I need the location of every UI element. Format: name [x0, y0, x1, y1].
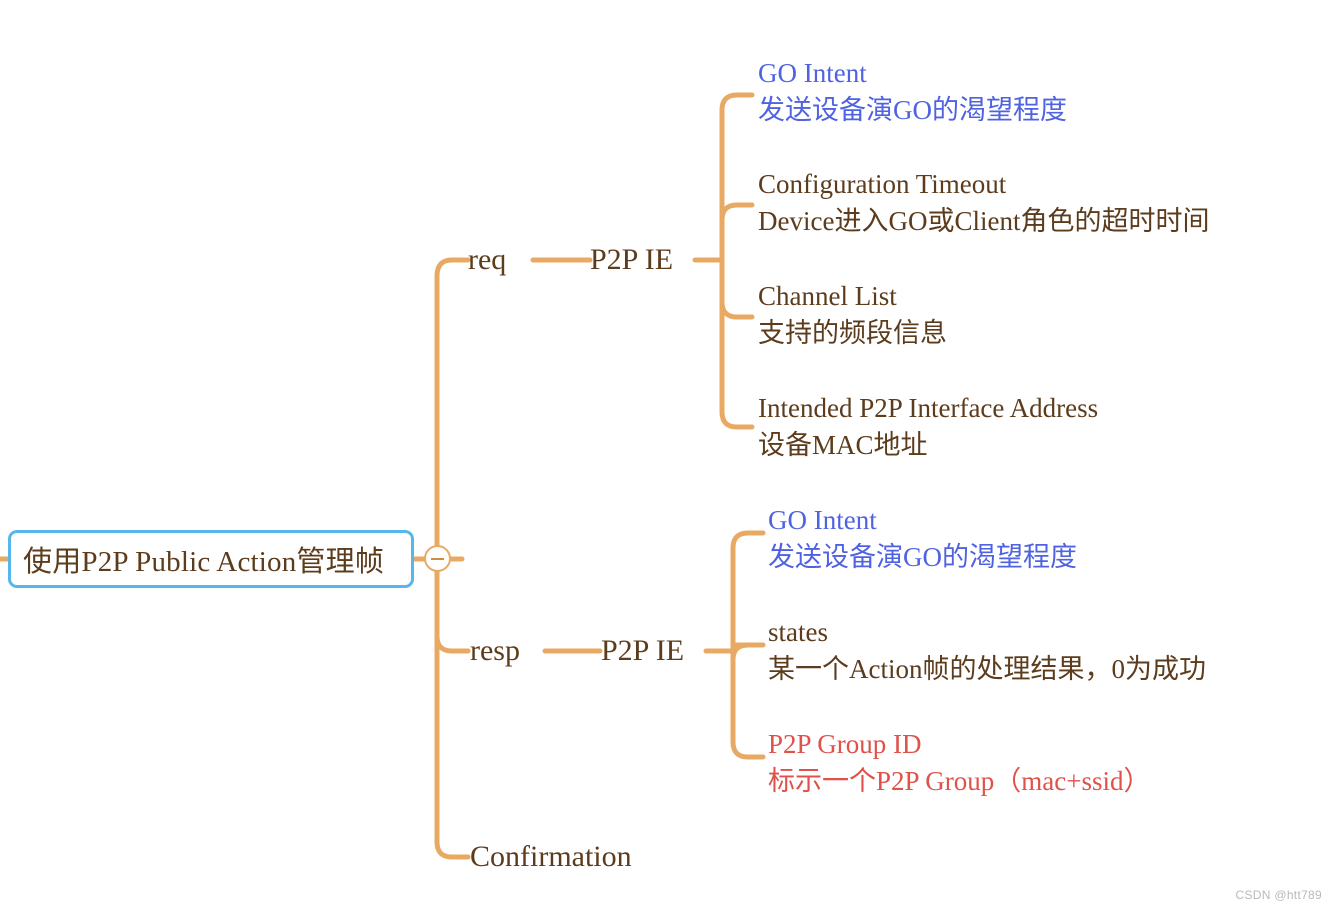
leaf-title: Configuration Timeout — [758, 169, 1007, 199]
leaf-desc: 支持的频段信息 — [758, 318, 947, 348]
node-req-p2p-ie[interactable]: P2P IE — [590, 243, 674, 276]
leaf-configuration-timeout[interactable]: Configuration Timeout Device进入GO或Client角… — [758, 166, 1209, 240]
node-resp-p2p-ie[interactable]: P2P IE — [601, 634, 685, 667]
leaf-desc: 设备MAC地址 — [758, 430, 928, 460]
root-node[interactable]: 使用P2P Public Action管理帧 — [8, 530, 414, 588]
leaf-p2p-group-id[interactable]: P2P Group ID 标示一个P2P Group（mac+ssid） — [768, 726, 1150, 800]
node-req[interactable]: req — [468, 243, 507, 276]
leaf-title: P2P Group ID — [768, 729, 922, 759]
watermark: CSDN @htt789 — [1235, 888, 1322, 902]
node-resp[interactable]: resp — [470, 634, 520, 667]
leaf-desc: 标示一个P2P Group（mac+ssid） — [768, 766, 1151, 796]
leaf-desc: 发送设备演GO的渴望程度 — [758, 95, 1067, 125]
spine-to-resp — [434, 633, 471, 654]
leaf-title: GO Intent — [758, 58, 867, 88]
req-leaf-2-wire — [719, 202, 755, 263]
leaf-channel-list[interactable]: Channel List 支持的频段信息 — [758, 278, 947, 352]
req-leaf-1-wire — [719, 92, 755, 263]
minus-circle-icon[interactable] — [424, 545, 451, 572]
spine-to-req — [434, 257, 471, 549]
spine-to-confirmation — [434, 569, 471, 860]
resp-leaf-2-wire — [730, 642, 766, 661]
leaf-title: Intended P2P Interface Address — [758, 393, 1099, 423]
req-leaf-4-wire — [719, 257, 755, 430]
leaf-title: states — [768, 617, 828, 647]
leaf-title: GO Intent — [768, 505, 877, 535]
leaf-desc: 发送设备演GO的渴望程度 — [768, 542, 1077, 572]
leaf-title: Channel List — [758, 281, 897, 311]
leaf-go-intent-req[interactable]: GO Intent 发送设备演GO的渴望程度 — [758, 55, 1067, 129]
leaf-states[interactable]: states 某一个Action帧的处理结果，0为成功 — [768, 614, 1206, 688]
node-confirmation[interactable]: Confirmation — [470, 840, 632, 873]
leaf-go-intent-resp[interactable]: GO Intent 发送设备演GO的渴望程度 — [768, 502, 1077, 576]
leaf-desc: 某一个Action帧的处理结果，0为成功 — [768, 654, 1206, 684]
root-node-label: 使用P2P Public Action管理帧 — [23, 546, 385, 578]
leaf-desc: Device进入GO或Client角色的超时时间 — [758, 206, 1210, 236]
req-leaf-3-wire — [719, 257, 755, 320]
leaf-intended-p2p-interface-address[interactable]: Intended P2P Interface Address 设备MAC地址 — [758, 390, 1098, 464]
resp-leaf-3-wire — [730, 648, 766, 760]
resp-leaf-1-wire — [730, 530, 766, 654]
